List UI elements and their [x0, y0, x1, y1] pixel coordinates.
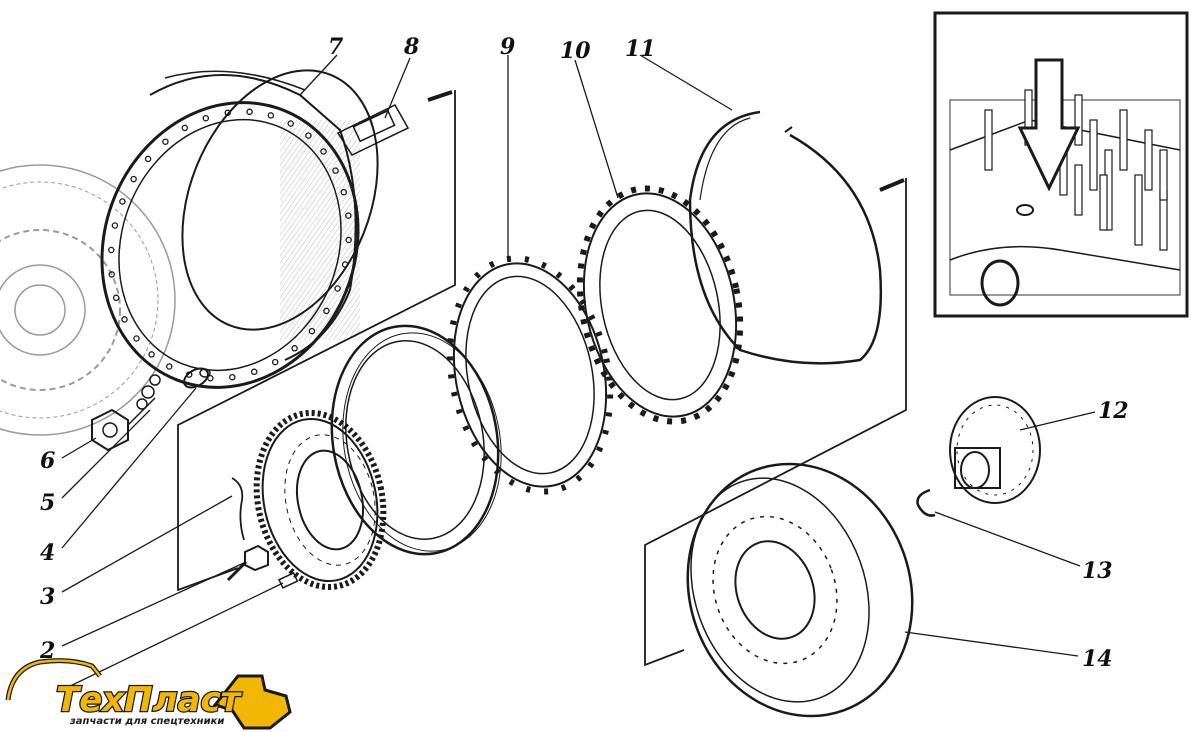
wheel-drum: [686, 462, 914, 718]
callout-12: 12: [1098, 398, 1129, 424]
bolt-hole: [334, 285, 341, 292]
bolt-hole: [323, 307, 330, 315]
stud: [1134, 174, 1143, 246]
bolt-hole: [202, 114, 210, 122]
bolt-hole: [345, 212, 352, 219]
callout-11: 11: [625, 36, 656, 62]
bolt-hole: [271, 358, 279, 366]
bolt-hole: [332, 167, 339, 174]
bushing-part: [183, 367, 211, 389]
spring-wire-part: [231, 477, 245, 541]
callout-2: 2: [39, 638, 55, 664]
bolt-hole: [246, 108, 253, 116]
callout-6: 6: [40, 448, 55, 474]
bolt-hole: [181, 124, 189, 132]
bolt-hole: [308, 327, 316, 335]
split-ring: [688, 110, 883, 365]
bolt-hole: [287, 120, 294, 127]
stud: [1119, 109, 1128, 171]
bolt-hole: [144, 155, 152, 163]
bolt-hole: [166, 363, 173, 370]
bolt-hole: [224, 109, 231, 117]
callout-3: 3: [40, 584, 55, 610]
assembly-brackets: [177, 90, 907, 667]
down-arrow-icon: [1017, 58, 1081, 192]
bolt-hole-ring: [108, 108, 352, 382]
bolt-hole: [291, 345, 298, 352]
bolt-hole: [229, 373, 236, 381]
stud: [1074, 94, 1083, 146]
stud: [1089, 119, 1098, 191]
loader-bucket-icon: [212, 674, 292, 730]
callout-13: 13: [1082, 558, 1113, 584]
bolt-hole: [267, 112, 275, 119]
bolt-hole: [162, 138, 169, 145]
callout-4: 4: [40, 540, 55, 566]
leader-lines: [61, 54, 1096, 691]
flange-hub: [949, 396, 1041, 504]
brand-logo: ТехПласт запчасти для спецтехники: [5, 658, 292, 730]
background-gear: [0, 164, 176, 436]
snap-ring: [916, 488, 936, 517]
stud: [1144, 129, 1153, 191]
stud: [1159, 149, 1168, 201]
bolt-hole: [305, 132, 312, 139]
callout-7: 7: [328, 34, 344, 60]
bolt-hole: [121, 316, 128, 323]
drum-housing: [100, 69, 379, 389]
bolt-hole: [130, 175, 137, 183]
outer-tab-disc: [446, 255, 614, 495]
bolt-hole: [345, 236, 352, 244]
stud: [1074, 164, 1083, 216]
bolt-hole: [112, 294, 120, 302]
bolt-hole: [108, 246, 115, 254]
bolt-hole: [108, 271, 115, 278]
hub-gear: [253, 409, 387, 591]
bolt-hole: [341, 261, 349, 268]
bolt-hole: [148, 351, 155, 358]
callout-14: 14: [1082, 646, 1113, 672]
callout-9: 9: [500, 34, 515, 60]
stud: [984, 109, 993, 171]
bolt-hole: [320, 148, 327, 155]
washer-part: [136, 374, 161, 410]
friction-ring: [330, 324, 502, 556]
callout-8: 8: [403, 34, 419, 60]
inset-detail: [933, 11, 1189, 318]
bolt-hole: [340, 188, 348, 196]
callout-5: 5: [40, 490, 55, 516]
bolt-hole: [250, 368, 258, 376]
bolt-hole: [119, 198, 126, 205]
inner-tooth-disc: [576, 185, 744, 425]
callout-labels: 7 8 9 10 11 12 13 14 6 5 4 3 2: [39, 34, 1129, 672]
stud: [1099, 174, 1108, 231]
pin-part: [336, 104, 410, 156]
callout-10: 10: [560, 38, 591, 64]
logo-tagline: запчасти для спецтехники: [69, 716, 224, 727]
logo-name: ТехПласт: [56, 680, 243, 720]
bolt-hole: [111, 222, 119, 229]
bolt-hole: [133, 335, 140, 342]
